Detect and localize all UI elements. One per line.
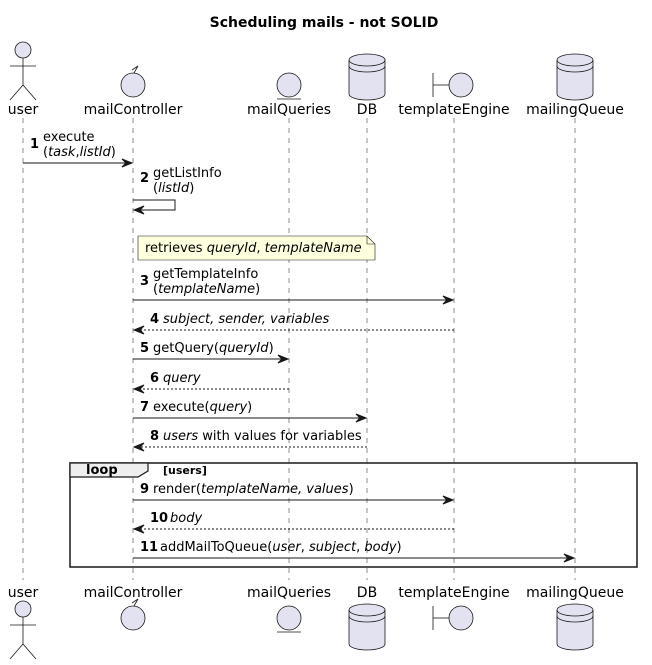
control-icon bbox=[120, 65, 146, 98]
message-number: 4 bbox=[150, 312, 159, 327]
actor-icon bbox=[9, 600, 37, 660]
message-number: 2 bbox=[140, 171, 149, 186]
message-6: 6 query bbox=[134, 371, 289, 390]
message-label: (listId) bbox=[153, 181, 194, 196]
participant-label-top: user bbox=[8, 102, 39, 118]
control-icon bbox=[120, 598, 146, 631]
arrowhead bbox=[132, 325, 145, 335]
entity-icon bbox=[276, 72, 302, 100]
arrowhead bbox=[121, 158, 134, 168]
arrowhead bbox=[132, 205, 145, 215]
message-1: 1 execute(task,listId) bbox=[23, 130, 132, 164]
participant-label-top: templateEngine bbox=[398, 102, 509, 118]
message-label: addMailToQueue(user, subject, body) bbox=[160, 540, 402, 555]
participant-label-top: mailController bbox=[84, 102, 183, 118]
message-number: 10 bbox=[150, 511, 168, 526]
message-2: 2 getListInfo(listId) bbox=[133, 166, 222, 211]
message-number: 7 bbox=[140, 400, 149, 415]
participant-label-top: mailingQueue bbox=[526, 102, 624, 118]
diagram-title: Scheduling mails - not SOLID bbox=[210, 15, 439, 31]
note: retrieves queryId, templateName bbox=[137, 235, 376, 261]
arrowhead bbox=[132, 442, 145, 452]
participant-label-top: mailQueries bbox=[247, 102, 331, 118]
entity-icon bbox=[276, 605, 302, 633]
message-label: subject, sender, variables bbox=[163, 312, 330, 327]
actor-icon bbox=[9, 41, 37, 101]
message-label: execute(query) bbox=[153, 400, 252, 415]
loop-guard: [users] bbox=[163, 464, 207, 477]
message-number: 9 bbox=[140, 482, 149, 497]
arrowhead bbox=[563, 553, 576, 563]
message-label: getTemplateInfo bbox=[153, 267, 258, 282]
message-label: execute bbox=[43, 130, 95, 145]
message-9: 9 render(templateName, values) bbox=[133, 482, 453, 501]
loop-frame-box bbox=[69, 462, 638, 568]
loop-label: loop bbox=[86, 463, 118, 478]
message-label: getListInfo bbox=[153, 166, 222, 181]
loop-frame-tab bbox=[69, 462, 149, 478]
arrowhead bbox=[442, 295, 455, 305]
database-icon bbox=[556, 53, 594, 101]
arrowhead bbox=[442, 495, 455, 505]
message-7: 7 execute(query) bbox=[133, 400, 366, 419]
message-label: render(templateName, values) bbox=[153, 482, 354, 497]
note-box bbox=[137, 235, 376, 261]
note-text: retrieves queryId, templateName bbox=[145, 241, 362, 256]
database-icon bbox=[556, 603, 594, 651]
message-8: 8 users with values for variables bbox=[134, 429, 367, 448]
message-label: body bbox=[170, 511, 202, 526]
boundary-icon bbox=[432, 72, 474, 98]
message-label: getQuery(queryId) bbox=[153, 341, 274, 356]
participant-label-bottom: mailController bbox=[84, 585, 183, 601]
lifelines bbox=[22, 118, 576, 580]
message-number: 1 bbox=[30, 137, 39, 152]
message-5: 5 getQuery(queryId) bbox=[133, 341, 288, 360]
participant-label-bottom: DB bbox=[357, 585, 377, 601]
messages: 1 execute(task,listId) 2 getListInfo(listId… bbox=[23, 130, 576, 563]
message-label: query bbox=[163, 371, 201, 386]
database-icon bbox=[348, 53, 386, 101]
message-label: (task,listId) bbox=[43, 145, 116, 160]
arrowhead bbox=[132, 384, 145, 394]
message-number: 6 bbox=[150, 371, 159, 386]
participant-label-bottom: user bbox=[8, 585, 39, 601]
message-label: users with values for variables bbox=[163, 429, 362, 444]
arrowhead bbox=[132, 524, 145, 534]
message-number: 11 bbox=[140, 540, 158, 555]
message-number: 5 bbox=[140, 341, 149, 356]
participant-heads: user user mailController mailController mail… bbox=[8, 41, 624, 660]
participant-label-bottom: mailingQueue bbox=[526, 585, 624, 601]
loop-frame: loop [users] bbox=[69, 462, 638, 568]
participant-label-top: DB bbox=[357, 102, 377, 118]
message-number: 8 bbox=[150, 429, 159, 444]
message-label: (templateName) bbox=[153, 282, 260, 297]
message-number: 3 bbox=[140, 274, 149, 289]
message-3: 3 getTemplateInfo(templateName) bbox=[133, 267, 453, 301]
message-line bbox=[133, 199, 176, 211]
database-icon bbox=[348, 603, 386, 651]
participant-label-bottom: mailQueries bbox=[247, 585, 331, 601]
arrowhead bbox=[277, 354, 290, 364]
boundary-icon bbox=[432, 605, 474, 631]
message-4: 4 subject, sender, variables bbox=[134, 312, 454, 331]
arrowhead bbox=[355, 413, 368, 423]
participant-label-bottom: templateEngine bbox=[398, 585, 509, 601]
